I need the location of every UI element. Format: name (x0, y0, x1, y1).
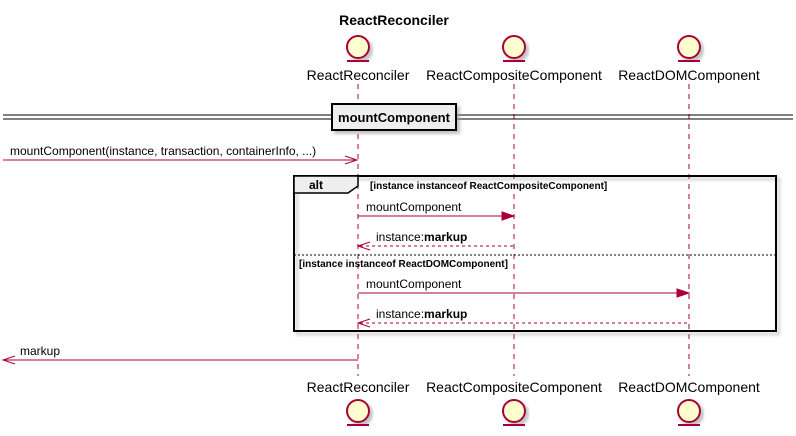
participant-label: ReactReconciler (307, 379, 410, 395)
return-1-prefix: instance: (376, 230, 424, 244)
message-label: mountComponent(instance, transaction, co… (10, 144, 316, 158)
participant-bottom-reactdomcomponent: ReactDOMComponent (618, 379, 760, 426)
message-arrowhead (344, 155, 359, 165)
return-arrowhead (356, 318, 371, 328)
participant-bottom-reactcompositecomponent: ReactCompositeComponent (426, 379, 602, 426)
return-2-prefix: instance: (376, 307, 424, 321)
return-2-label: instance:markup (376, 307, 467, 321)
participant-label: ReactReconciler (307, 67, 410, 83)
participant-label: ReactCompositeComponent (426, 379, 602, 395)
return-arrowhead (356, 241, 371, 251)
entity-icon (502, 35, 526, 59)
entity-icon (677, 399, 701, 423)
return-2-value: markup (424, 307, 467, 321)
participant-top-reactreconciler: ReactReconciler (307, 35, 410, 83)
entity-icon (677, 35, 701, 59)
participant-label: ReactDOMComponent (618, 379, 760, 395)
call-1-label: mountComponent (366, 200, 462, 214)
divider-mountcomponent: mountComponent (3, 103, 793, 131)
message-arrowhead (1, 355, 16, 365)
message-label: markup (20, 344, 60, 358)
return-1-label: instance:markup (376, 230, 467, 244)
divider-label: mountComponent (338, 110, 451, 125)
message-arrowhead (501, 211, 516, 221)
participant-top-reactdomcomponent: ReactDOMComponent (618, 35, 760, 83)
message-arrowhead (676, 288, 691, 298)
alt-guard-2: [instance instanceof ReactDOMComponent] (299, 259, 508, 270)
message-entry: mountComponent(instance, transaction, co… (3, 144, 359, 165)
diagram-title: ReactReconciler (339, 12, 449, 28)
call-2-label: mountComponent (366, 277, 462, 291)
return-1-value: markup (424, 230, 467, 244)
alt-frame-tab (293, 175, 359, 194)
participant-top-reactcompositecomponent: ReactCompositeComponent (426, 35, 602, 83)
participant-label: ReactCompositeComponent (426, 67, 602, 83)
divider-box (331, 103, 457, 131)
entity-icon (502, 399, 526, 423)
alt-frame-box (293, 175, 777, 332)
participant-bottom-reactreconciler: ReactReconciler (307, 379, 410, 426)
lifelines (357, 84, 690, 376)
message-exit: markup (1, 344, 358, 365)
participant-label: ReactDOMComponent (618, 67, 760, 83)
entity-icon (346, 35, 370, 59)
alt-guard-1: [instance instanceof ReactCompositeCompo… (370, 181, 607, 192)
alt-keyword: alt (309, 178, 323, 192)
entity-icon (346, 399, 370, 423)
alt-frame: alt [instance instanceof ReactCompositeC… (293, 175, 777, 332)
